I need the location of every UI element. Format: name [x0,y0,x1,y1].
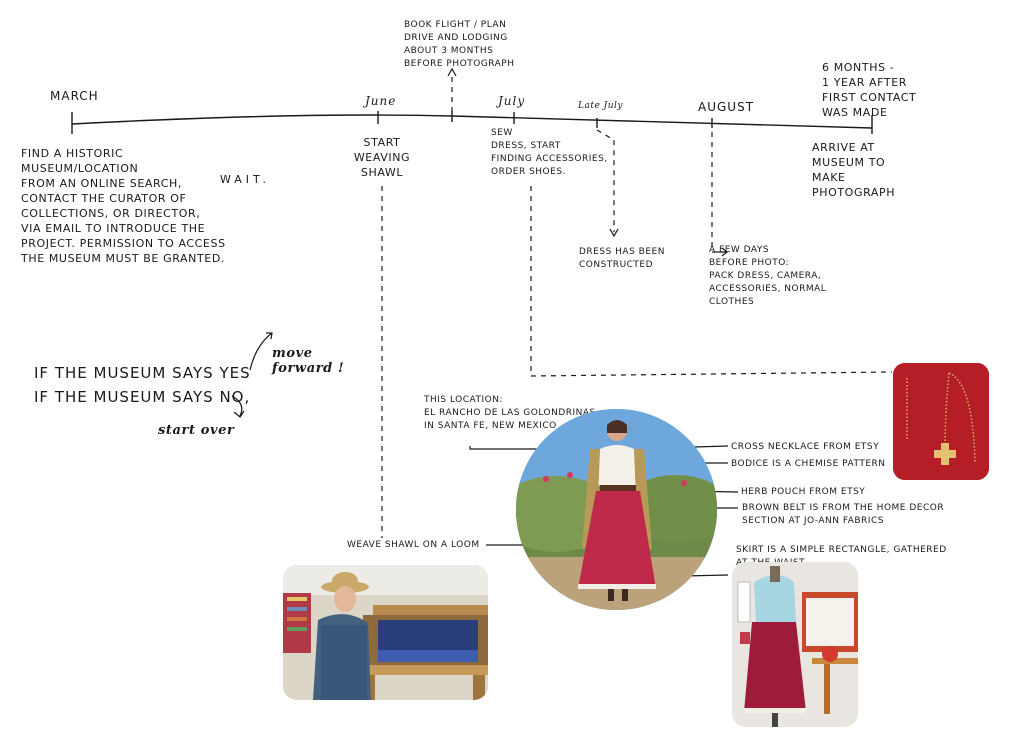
dress-form-photo [732,562,858,727]
step-pack: A few days before photo: pack dress, cam… [709,245,827,307]
costume-photo [516,409,717,610]
weaving-photo [283,565,488,700]
month-july: July [498,94,526,108]
step-dress-constructed: Dress has been constructed [579,247,665,270]
month-march: MARCH [50,89,99,103]
annotation-brown-belt: Brown belt is from the home decor sectio… [742,503,945,526]
late-july-connector [596,129,615,232]
month-late-july: Late July [578,101,624,111]
start-over-text: start over [158,423,235,438]
necklace-photo [893,363,989,480]
necklace-photo-illustration [893,363,989,480]
step-find-museum: Find a historic museum/location from an … [21,147,226,265]
weaving-photo-illustration [283,565,488,700]
annotation-cross-necklace: Cross necklace from Etsy [731,442,880,452]
step-timeframe: 6 months - 1 year after first contact wa… [822,61,917,119]
annotation-weave-shawl: Weave shawl on a loom [347,540,480,550]
no-arrow [231,395,245,418]
month-june: June [365,94,397,108]
step-wait: WAIT. [220,173,270,186]
timeline-line [71,114,873,129]
museum-yes-text: IF THE MUSEUM SAYS YES [34,364,251,382]
yes-arrow [249,332,273,371]
book-arrowhead [447,67,457,77]
august-arrowhead [712,247,728,257]
location-leader [469,446,558,450]
location-label: This location: El Rancho de las Golondri… [424,395,596,431]
step-book-flight: Book flight / plan drive and lodging abo… [404,20,515,69]
museum-no-text: IF THE MUSEUM SAYS NO, [34,388,251,406]
step-start-weaving: Start weaving shawl [353,136,411,179]
annotation-bodice: Bodice is a chemise pattern [731,459,886,469]
move-forward-text: move forward ! [272,346,345,376]
annotation-herb-pouch: Herb pouch from Etsy [741,487,866,497]
costume-photo-illustration [516,409,717,610]
step-sew-dress: Sew dress, start finding accessories, or… [491,128,608,177]
dress-form-photo-illustration [732,562,858,727]
step-arrive: Arrive at museum to make photograph [812,141,896,199]
late-july-arrowhead [609,228,619,238]
july-connector [530,186,893,377]
month-august: AUGUST [698,100,755,114]
